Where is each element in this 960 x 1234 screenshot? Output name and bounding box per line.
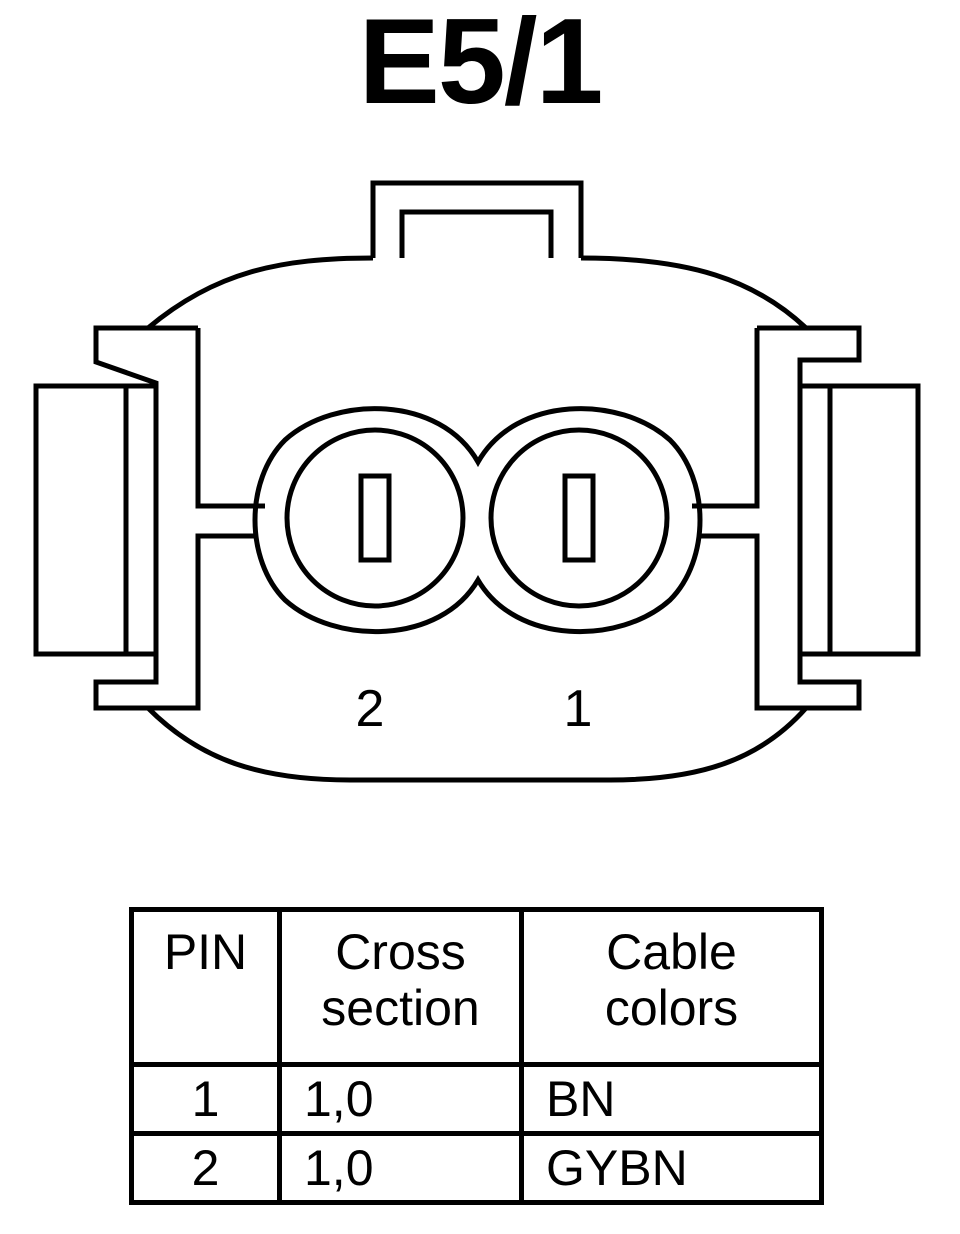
pin-2-cavity (284, 427, 466, 609)
row-cross-section: 1,0 (277, 1131, 524, 1205)
row-cross-section: 1,0 (277, 1062, 524, 1136)
cavity-outline (252, 406, 703, 635)
left-latch (93, 325, 258, 711)
housing-outline-top (146, 255, 808, 330)
row-cable-color: BN (519, 1062, 824, 1136)
top-lock-tab (370, 180, 584, 258)
row-pin: 1 (129, 1062, 282, 1136)
left-side-clip (33, 383, 159, 657)
header-pin: PIN (129, 907, 282, 1067)
right-latch (700, 325, 862, 711)
pin-2-terminal (358, 473, 392, 563)
row-cable-color: GYBN (519, 1131, 824, 1205)
table-row: 2 1,0 GYBN (129, 1131, 824, 1205)
housing-outline-bottom (146, 706, 808, 783)
right-latch-upper (692, 328, 760, 509)
pin-label-2: 2 (356, 680, 385, 738)
table-header-row: PIN Cross section Cable colors (129, 907, 824, 1067)
top-lock-tab-inner (399, 209, 554, 258)
right-side-clip (797, 383, 921, 657)
pin-1-terminal (562, 473, 596, 563)
table-row: 1 1,0 BN (129, 1062, 824, 1136)
left-latch-upper (195, 328, 265, 509)
pin-label-1: 1 (564, 680, 593, 738)
header-cross-section: Cross section (277, 907, 524, 1067)
pin-1-cavity (488, 427, 670, 609)
header-cable-colors: Cable colors (519, 907, 824, 1067)
pin-table: PIN Cross section Cable colors 1 1,0 BN … (129, 907, 824, 1205)
connector-drawing: 2 1 (33, 180, 921, 783)
row-pin: 2 (129, 1131, 282, 1205)
connector-title: E5/1 (358, 0, 604, 129)
